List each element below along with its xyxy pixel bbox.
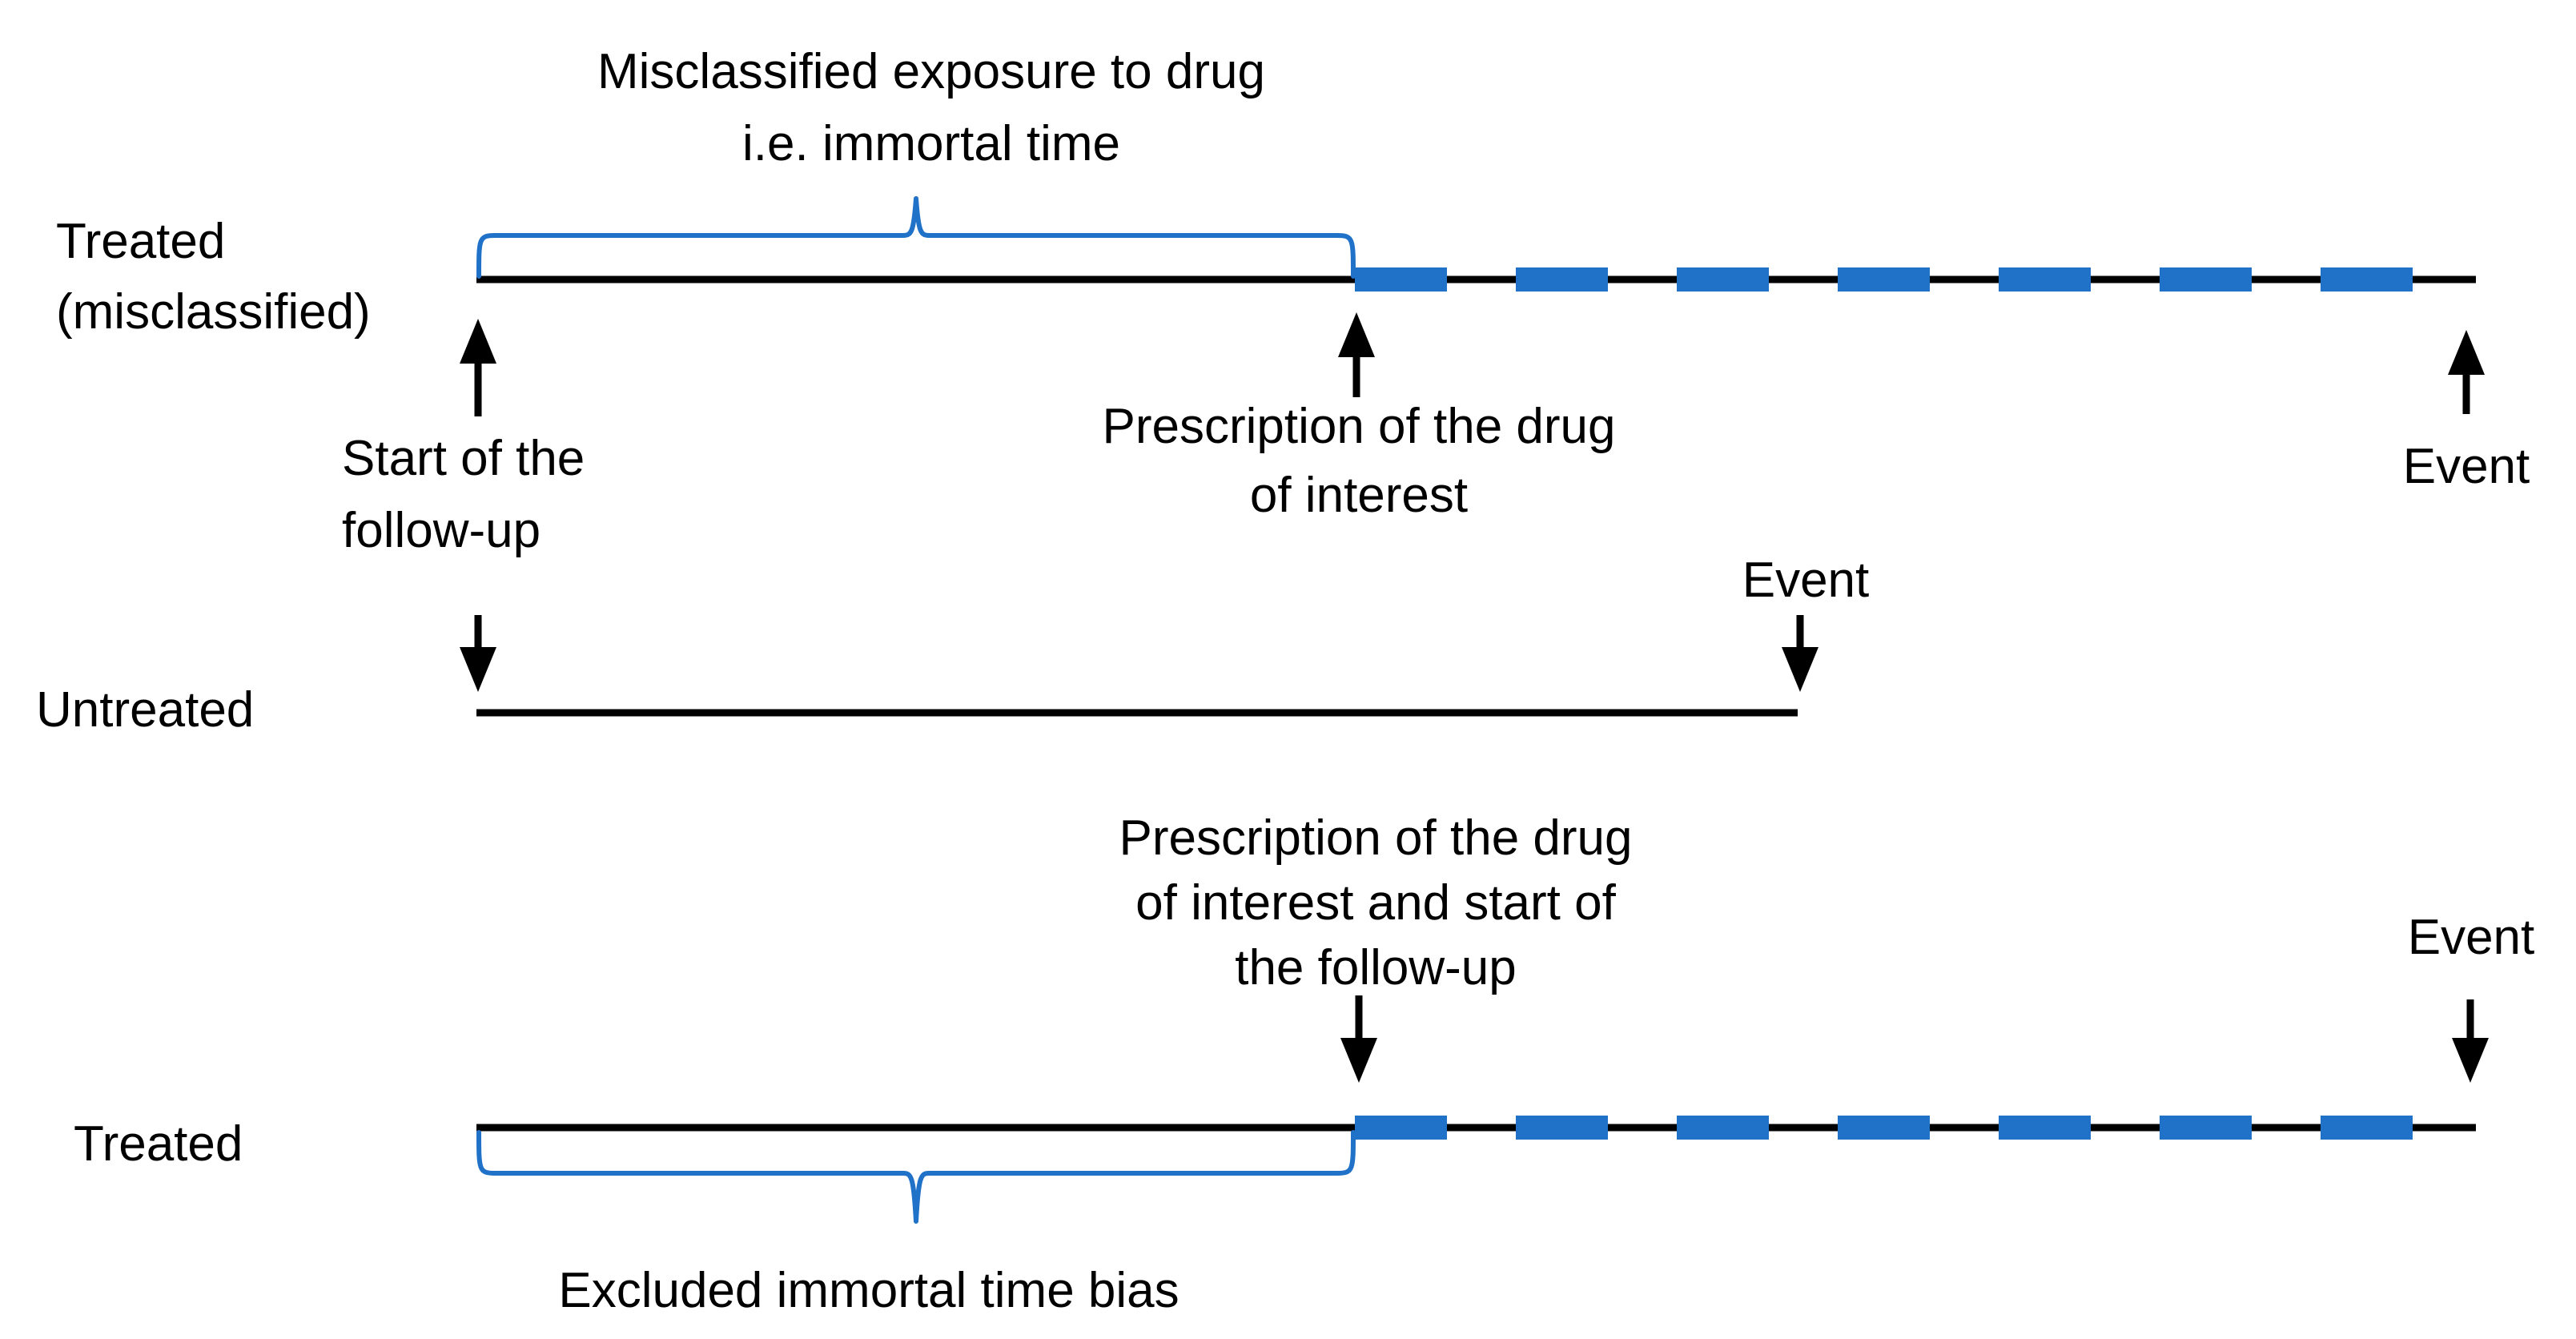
annotation-event-row3: Event bbox=[2407, 910, 2535, 965]
immortal-time-brace bbox=[476, 196, 1356, 279]
row-label-untreated: Untreated bbox=[36, 682, 255, 738]
annotation-event-row2: Event bbox=[1742, 553, 1870, 608]
annotation-start-followup-line2: follow-up bbox=[342, 503, 541, 558]
excluded-immortal-time-label: Excluded immortal time bias bbox=[558, 1263, 1179, 1318]
row-label-treated: Treated bbox=[74, 1116, 243, 1172]
annotation-prescription-row3-line2: of interest and start of bbox=[1135, 875, 1616, 931]
down-arrow-event-row3-head bbox=[2452, 1038, 2489, 1083]
up-arrow-prescription bbox=[1338, 312, 1375, 397]
down-arrow-untreated-start-head bbox=[460, 647, 496, 692]
row-label-treated-misclassified: Treated (misclassified) bbox=[56, 207, 371, 348]
up-arrow-event-row1-head bbox=[2448, 330, 2485, 375]
down-arrow-event-row3 bbox=[2452, 999, 2489, 1083]
immortal-time-heading-line2: i.e. immortal time bbox=[742, 116, 1120, 171]
down-arrow-event-row2 bbox=[1782, 615, 1818, 692]
annotation-prescription-row1: Prescription of the drug of interest bbox=[958, 392, 1759, 530]
annotation-prescription-row3: Prescription of the drug of interest and… bbox=[975, 806, 1776, 1000]
immortal-time-heading: Misclassified exposure to drug i.e. immo… bbox=[371, 36, 1492, 180]
up-arrow-prescription-head bbox=[1338, 312, 1375, 357]
up-arrow-start-followup bbox=[460, 319, 496, 416]
row-label-treated-misclassified-line2: (misclassified) bbox=[56, 284, 371, 340]
annotation-start-followup: Start of the follow-up bbox=[342, 423, 585, 567]
excluded-immortal-time-brace bbox=[476, 1130, 1356, 1224]
immortal-time-heading-line1: Misclassified exposure to drug bbox=[597, 44, 1265, 99]
annotation-prescription-row1-line1: Prescription of the drug bbox=[1102, 399, 1616, 454]
down-arrow-prescription-row3-head bbox=[1340, 1038, 1377, 1083]
down-arrow-event-row2-head bbox=[1782, 647, 1818, 692]
annotation-event-row1: Event bbox=[2402, 439, 2530, 494]
down-arrow-untreated-start bbox=[460, 615, 496, 692]
annotation-start-followup-line1: Start of the bbox=[342, 431, 585, 486]
down-arrow-prescription-row3 bbox=[1340, 995, 1377, 1083]
annotation-prescription-row3-line1: Prescription of the drug bbox=[1119, 810, 1633, 866]
up-arrow-event-row1 bbox=[2448, 330, 2485, 414]
up-arrow-start-followup-head bbox=[460, 319, 496, 364]
annotation-prescription-row3-line3: the follow-up bbox=[1235, 940, 1517, 995]
annotation-prescription-row1-line2: of interest bbox=[1249, 468, 1469, 523]
row-label-treated-misclassified-line1: Treated bbox=[56, 214, 226, 269]
